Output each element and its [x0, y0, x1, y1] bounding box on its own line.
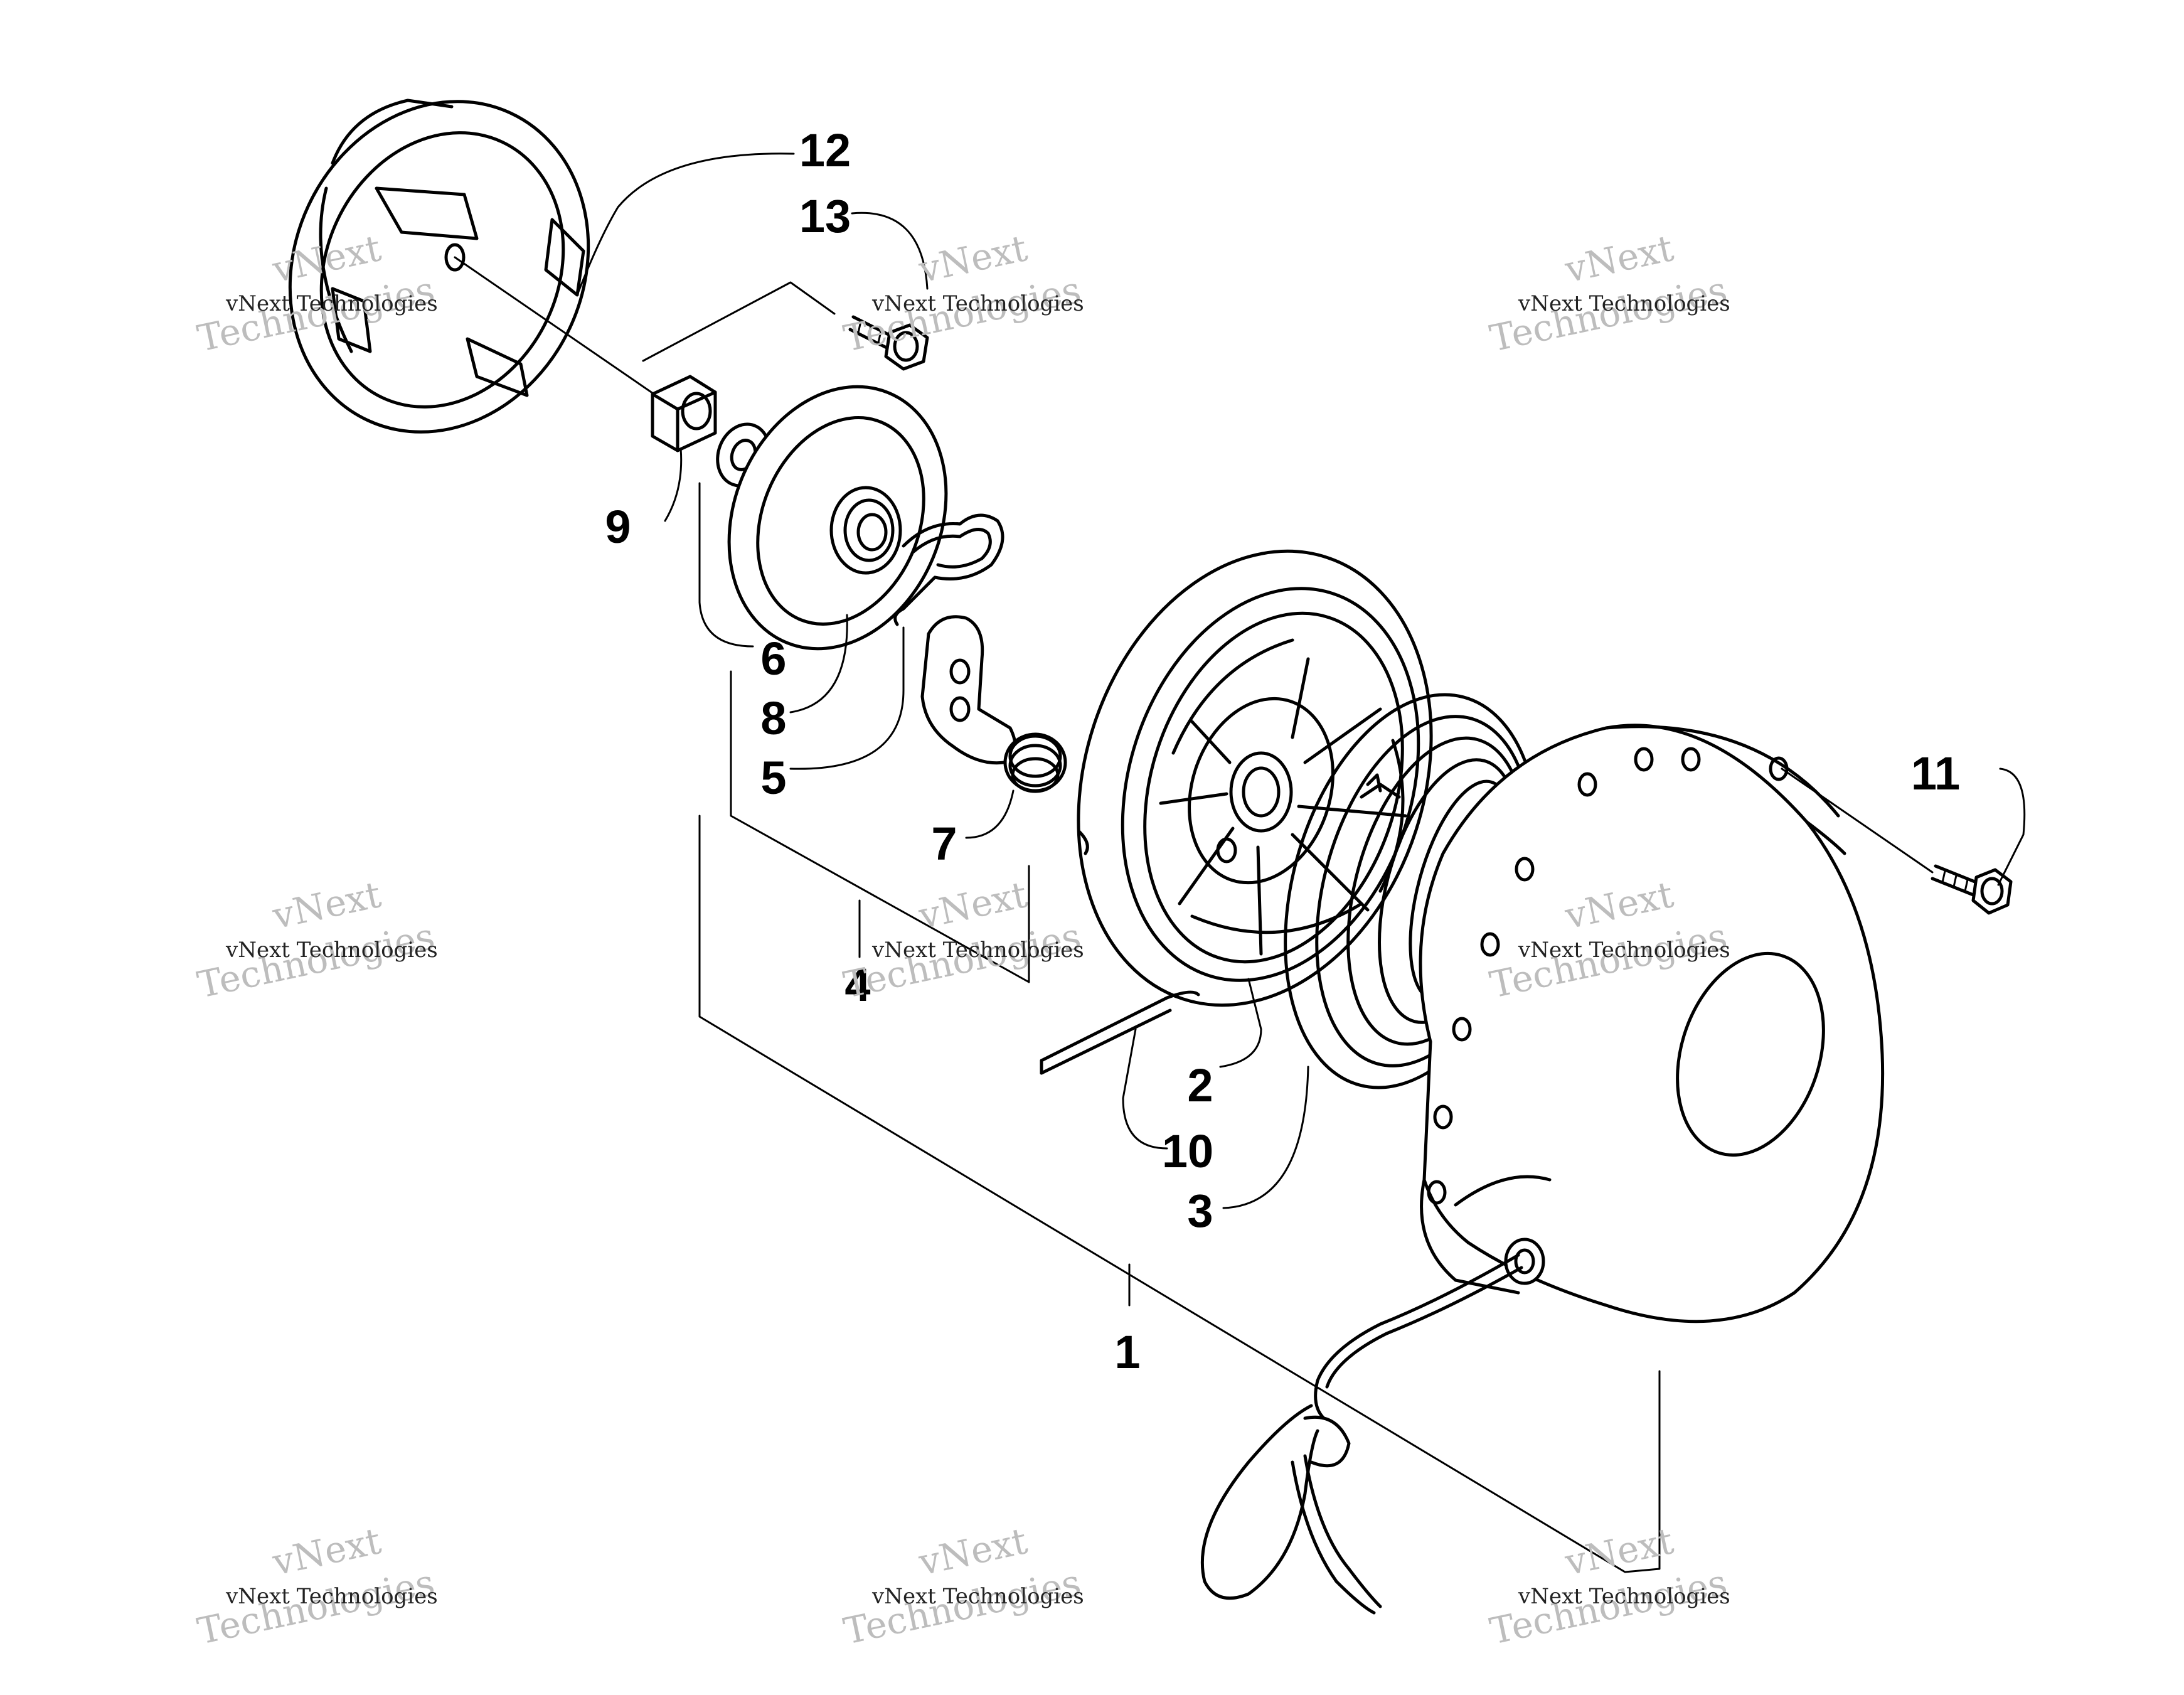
callout-2: 2 — [1187, 1059, 1213, 1111]
spring-clip-part — [893, 513, 1004, 626]
watermark: vNext Technologies vNext Technologies — [840, 1519, 1085, 1653]
watermark: vNext Technologies vNext Technologies — [194, 1519, 439, 1653]
callout-4: 4 — [844, 959, 870, 1011]
hex-nut-part — [651, 375, 717, 452]
watermark: vNext Technologies vNext Technologies — [840, 873, 1085, 1007]
callout-labels: 12 13 9 6 8 5 7 4 11 2 10 3 1 — [605, 124, 1960, 1378]
watermark: vNext Technologies vNext Technologies — [1486, 1519, 1731, 1653]
callout-12: 12 — [799, 124, 851, 176]
callout-8: 8 — [760, 692, 786, 744]
callout-7: 7 — [931, 818, 957, 870]
watermark: vNext Technologies vNext Technologies — [194, 873, 439, 1007]
svg-text:vNext Technologies: vNext Technologies — [871, 291, 1084, 316]
bolt-11-part — [1931, 864, 2013, 915]
svg-text:vNext Technologies: vNext Technologies — [871, 1584, 1084, 1609]
starter-housing-part — [1419, 724, 1885, 1323]
starter-rope-part — [1200, 1253, 1523, 1615]
rope-end-part — [1040, 990, 1200, 1075]
ratchet-pawl-part — [920, 615, 1017, 765]
svg-text:vNext Technologies: vNext Technologies — [1518, 1584, 1730, 1609]
rope-reel-part — [1077, 549, 1433, 1007]
callout-1: 1 — [1114, 1326, 1140, 1378]
callout-10: 10 — [1162, 1125, 1213, 1177]
callout-5: 5 — [760, 752, 786, 804]
callout-13: 13 — [799, 190, 851, 242]
callout-3: 3 — [1187, 1185, 1213, 1237]
callout-9: 9 — [605, 501, 631, 553]
callout-11: 11 — [1911, 747, 1960, 799]
friction-plate-part — [727, 385, 948, 651]
leader-lines — [576, 152, 2026, 1573]
svg-text:vNext Technologies: vNext Technologies — [225, 1584, 438, 1609]
bolt-13-part — [848, 315, 929, 371]
watermark: vNext Technologies vNext Technologies — [840, 227, 1085, 360]
housing-mount-holes — [1427, 747, 1789, 1205]
small-spring-part — [1003, 732, 1067, 793]
svg-text:vNext Technologies: vNext Technologies — [225, 938, 438, 963]
svg-text:vNext Technologies: vNext Technologies — [225, 291, 438, 316]
svg-text:vNext Technologies: vNext Technologies — [1518, 291, 1730, 316]
watermark: vNext Technologies vNext Technologies — [1486, 227, 1731, 360]
callout-6: 6 — [760, 633, 786, 685]
svg-text:vNext Technologies: vNext Technologies — [871, 938, 1084, 963]
pulley-cup-part — [288, 99, 590, 434]
svg-text:vNext Technologies: vNext Technologies — [1518, 938, 1730, 963]
